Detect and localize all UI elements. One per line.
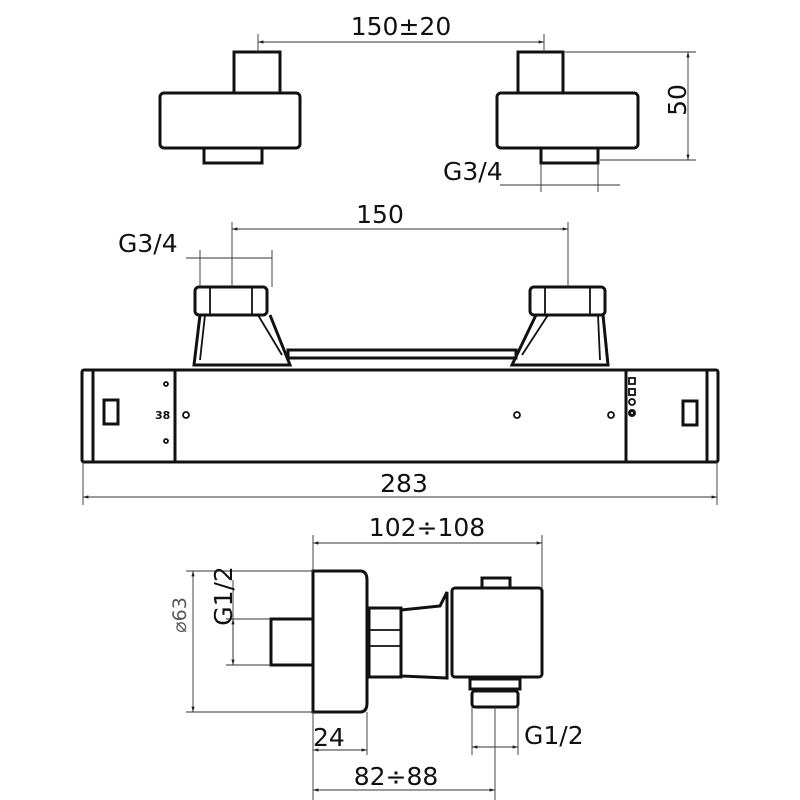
dimension-spacing: 150 bbox=[231, 200, 569, 287]
top-knob bbox=[480, 576, 512, 590]
dimension-label: 24 bbox=[313, 723, 345, 752]
left-inlet bbox=[192, 285, 293, 367]
dimension-height: 50 bbox=[565, 51, 696, 161]
dimension-label: G3/4 bbox=[118, 229, 178, 258]
top-view: 150±20 50 G3/4 bbox=[158, 12, 696, 192]
escutcheon bbox=[311, 569, 369, 714]
outlet-collar bbox=[468, 677, 522, 691]
dimension-label: 82÷88 bbox=[354, 762, 439, 791]
dimension-thread: G3/4 bbox=[443, 157, 620, 192]
dimension-escutcheon: 24 bbox=[312, 712, 368, 800]
right-escutcheon bbox=[495, 50, 640, 165]
dimension-label: 150 bbox=[356, 200, 404, 229]
dimension-inlet-thread: G1/2 bbox=[209, 566, 271, 666]
dimension-label: 102÷108 bbox=[369, 513, 485, 542]
dimension-depth: 102÷108 bbox=[312, 513, 543, 588]
dimension-outlet-thread: G1/2 bbox=[471, 707, 584, 755]
inlet-stem bbox=[269, 617, 315, 667]
thermostat-body: 38 bbox=[80, 368, 720, 464]
dimension-length: 283 bbox=[82, 462, 718, 505]
dimension-label: 150±20 bbox=[351, 12, 451, 41]
dimension-thread: G3/4 bbox=[118, 229, 273, 287]
dimension-label: ⌀63 bbox=[169, 597, 191, 633]
dimension-label: 50 bbox=[663, 84, 692, 116]
dimension-label: G1/2 bbox=[524, 721, 584, 750]
dimension-spacing: 150±20 bbox=[257, 12, 545, 52]
connecting-bar bbox=[286, 348, 518, 360]
dimension-diameter: ⌀63 bbox=[169, 570, 313, 713]
outlet-thread bbox=[470, 689, 520, 709]
union-nut bbox=[367, 606, 403, 679]
dimension-label: 283 bbox=[380, 469, 428, 498]
front-view: 38 150 G3/4 283 bbox=[80, 200, 720, 505]
dimension-label: G1/2 bbox=[209, 566, 238, 626]
left-escutcheon bbox=[158, 50, 302, 165]
right-inlet bbox=[509, 285, 610, 367]
cone-connector bbox=[399, 591, 449, 680]
dimension-wall-distance: 82÷88 bbox=[313, 707, 496, 800]
valve-body bbox=[450, 586, 544, 679]
temperature-mark: 38 bbox=[155, 409, 170, 422]
dimension-label: G3/4 bbox=[443, 157, 503, 186]
side-view: 102÷108 ⌀63 G1/2 24 82÷88 G1/2 bbox=[169, 513, 584, 800]
